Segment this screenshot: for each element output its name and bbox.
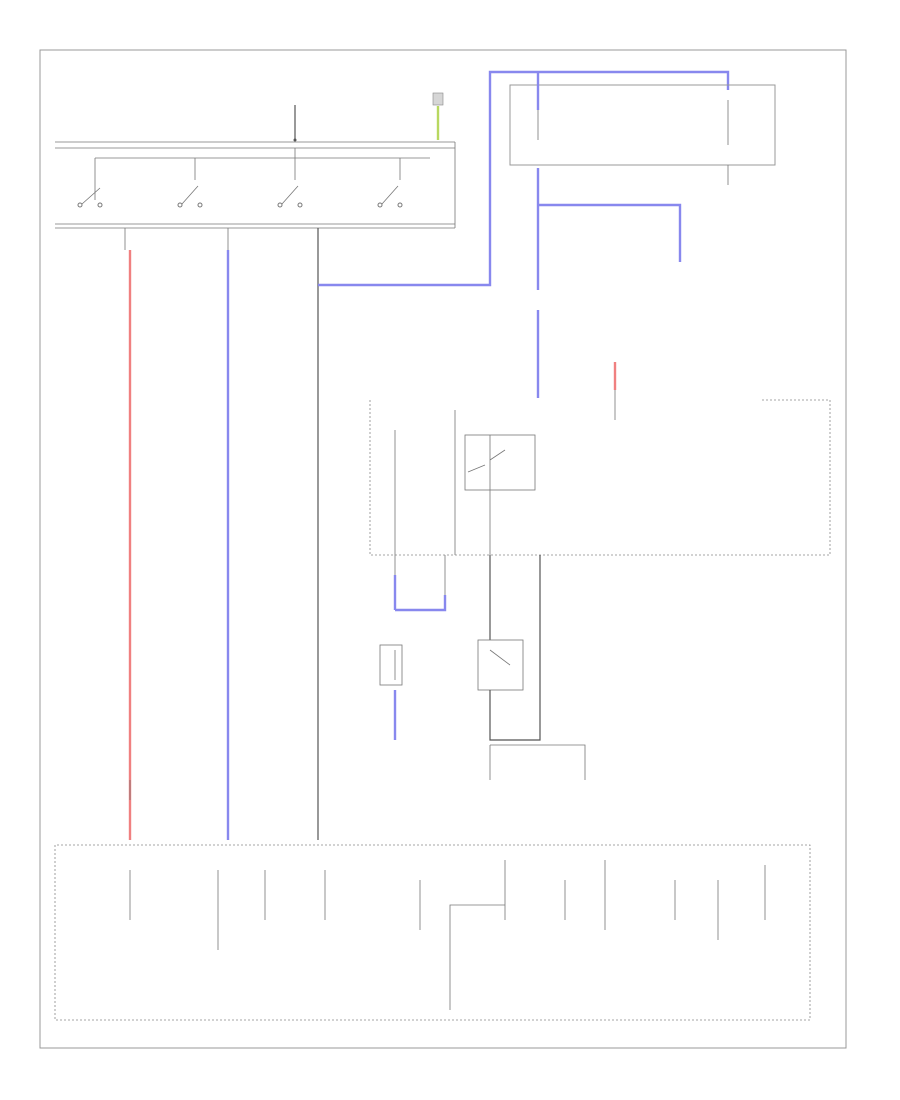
clutch-interlock-circuit	[379, 555, 586, 780]
power-relay-box	[509, 72, 776, 185]
ignition-switch-block	[55, 92, 456, 229]
switch-contact-1	[77, 187, 103, 208]
blue-wire-top-loop	[318, 70, 730, 287]
starter-relay-terminal	[432, 92, 444, 106]
diagram-frame	[39, 49, 847, 1049]
lower-right-fuse-box	[54, 844, 811, 1021]
switch-contact-4	[377, 185, 403, 208]
switch-contact-3	[277, 185, 303, 208]
left-underhood-fuse-relay-box	[369, 399, 831, 556]
switch-contact-2	[177, 185, 203, 208]
